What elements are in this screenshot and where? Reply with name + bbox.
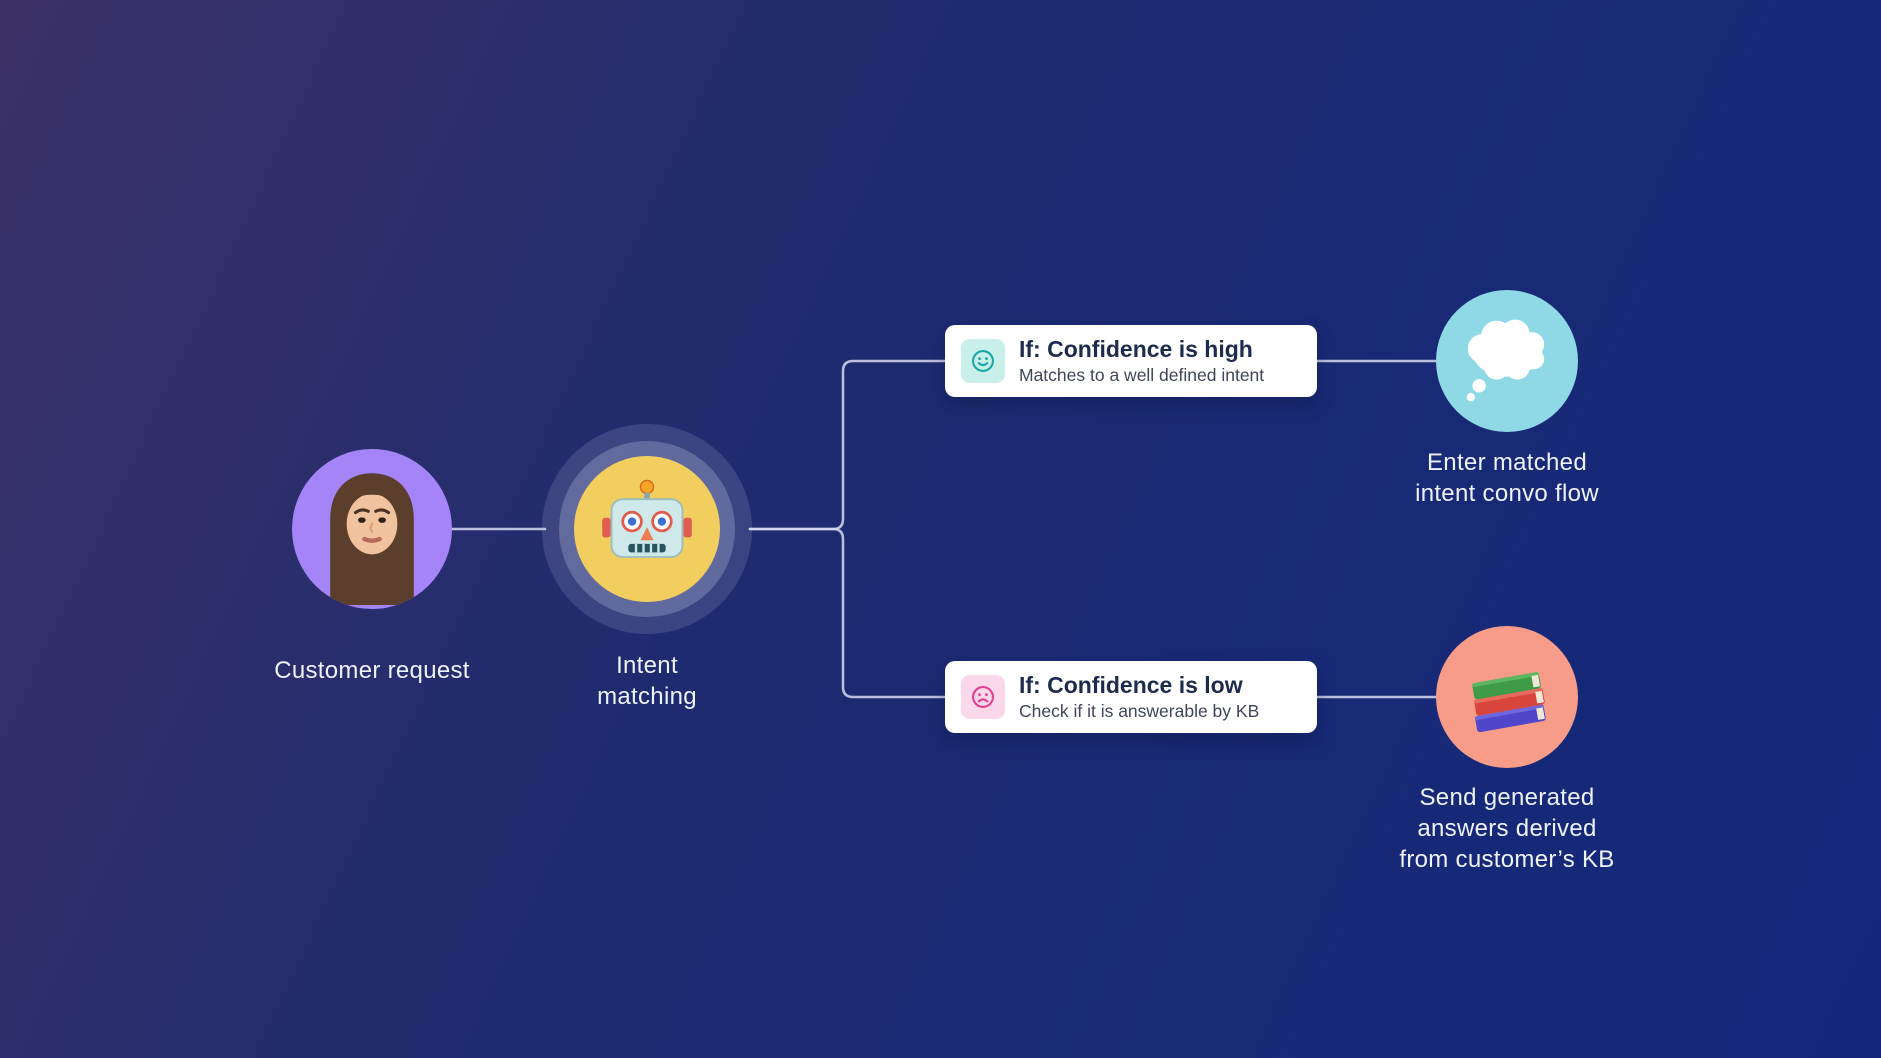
card-subtitle-low: Check if it is answerable by KB [1019,701,1260,722]
node-label-customer-request: Customer request [274,657,470,684]
sad-face-icon [972,686,994,708]
smiley-face-icon [972,350,994,372]
node-label-enter-convo-flow: Enter matched intent convo flow [1415,449,1599,508]
robot-icon [602,479,692,558]
thought-cloud-icon [1466,319,1545,402]
card-text-high: If: Confidence is high Matches to a well… [1019,336,1264,386]
woman-avatar-icon [330,473,414,605]
node-enter-convo-flow[interactable] [1436,290,1578,432]
node-label-send-kb-answers: Send generated answers derived from cust… [1399,784,1615,874]
card-title-high: If: Confidence is high [1019,335,1253,362]
node-label-intent-matching: Intent matching [597,652,697,711]
card-confidence-low[interactable]: If: Confidence is low Check if it is ans… [945,661,1317,733]
node-send-kb-answers[interactable] [1436,626,1578,768]
card-title-low: If: Confidence is low [1019,671,1243,698]
edge-intent-to-low-card [748,527,947,699]
node-intent-matching[interactable] [574,456,720,602]
card-icon-high [961,339,1005,383]
card-text-low: If: Confidence is low Check if it is ans… [1019,672,1259,722]
books-icon [1472,672,1546,733]
card-icon-low [961,675,1005,719]
edge-intent-to-high-card [748,359,947,531]
card-subtitle-high: Matches to a well defined intent [1019,365,1265,386]
node-customer-request[interactable] [292,449,452,609]
card-confidence-high[interactable]: If: Confidence is high Matches to a well… [945,325,1317,397]
